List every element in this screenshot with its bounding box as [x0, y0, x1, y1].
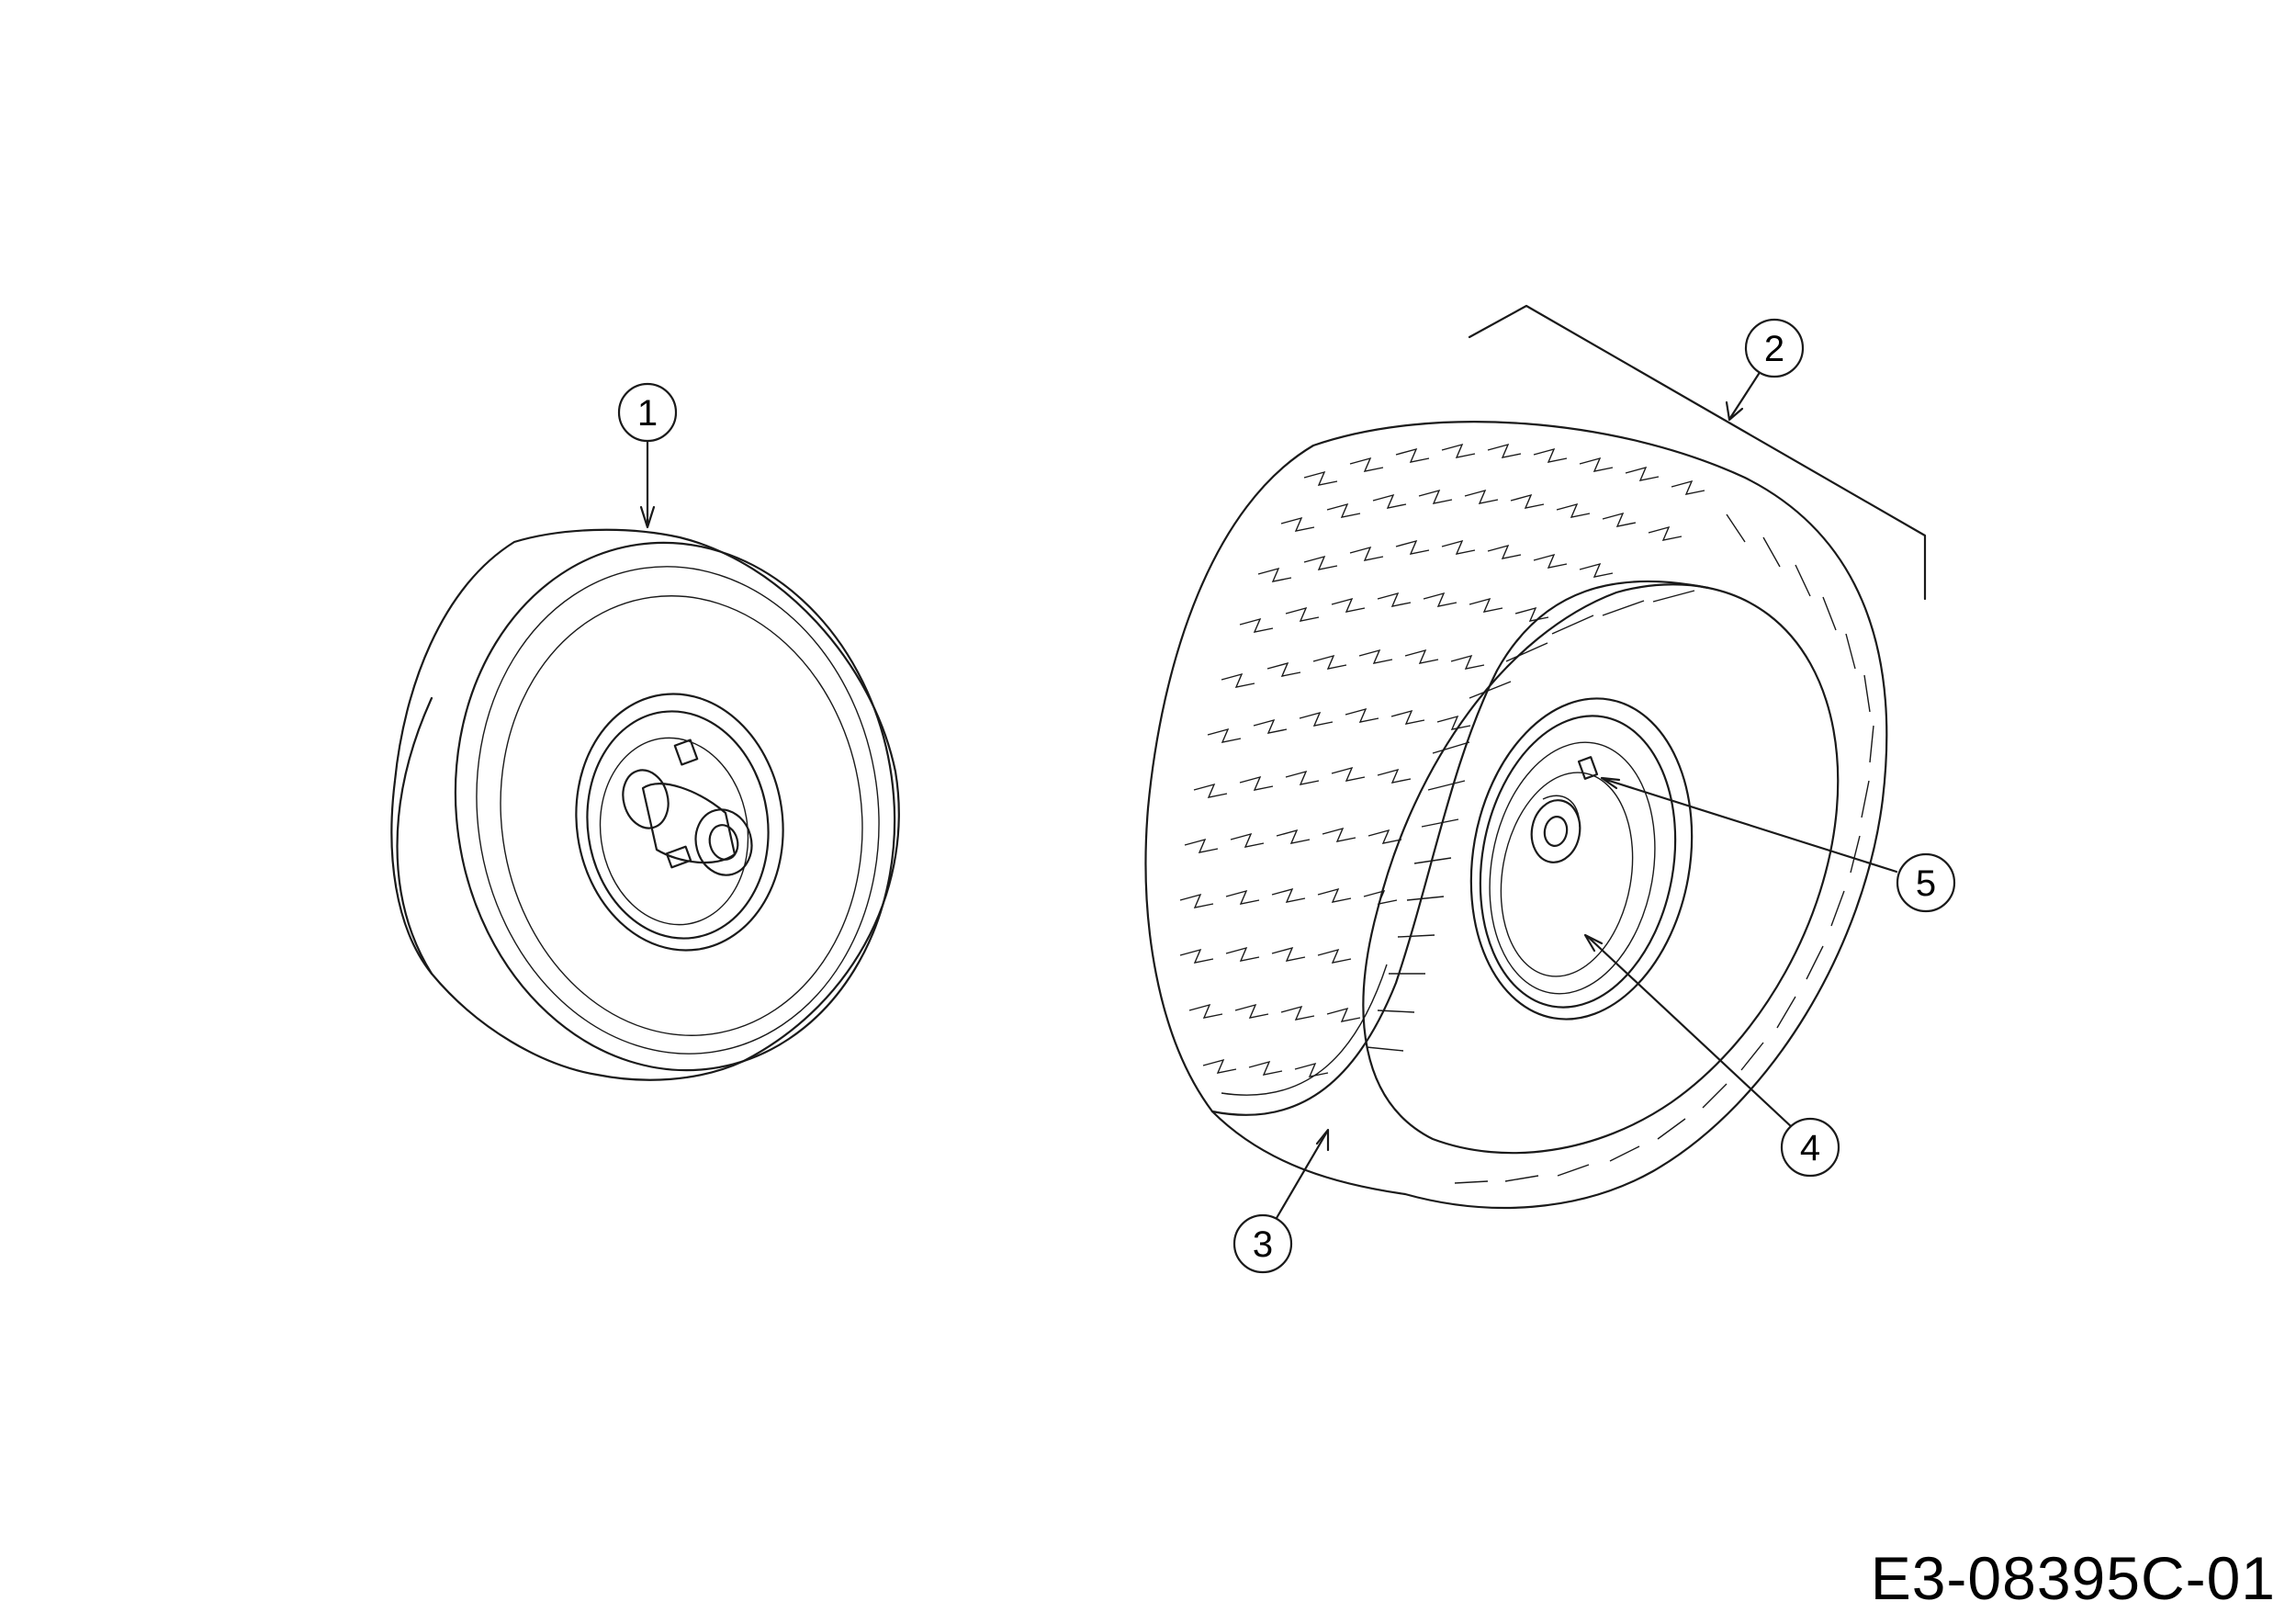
front-wheel: [390, 528, 900, 1081]
tread-pattern: [1179, 443, 1874, 1184]
callout-5-label: 5: [1916, 863, 1936, 904]
callout-1-label: 1: [637, 393, 658, 434]
leader-lines: [639, 372, 1898, 1220]
callout-2: 2: [1744, 318, 1805, 378]
callout-4: 4: [1780, 1117, 1840, 1178]
callout-3-label: 3: [1253, 1224, 1273, 1265]
callout-2-label: 2: [1764, 329, 1784, 369]
callout-5: 5: [1896, 852, 1956, 913]
callout-1: 1: [617, 382, 678, 443]
callout-3: 3: [1232, 1213, 1293, 1274]
assembly-bracket: [1468, 304, 1927, 601]
callout-4-label: 4: [1800, 1128, 1820, 1168]
drawing-code: E3-08395C-01: [1870, 1544, 2276, 1612]
rear-wheel: [1144, 421, 1888, 1210]
